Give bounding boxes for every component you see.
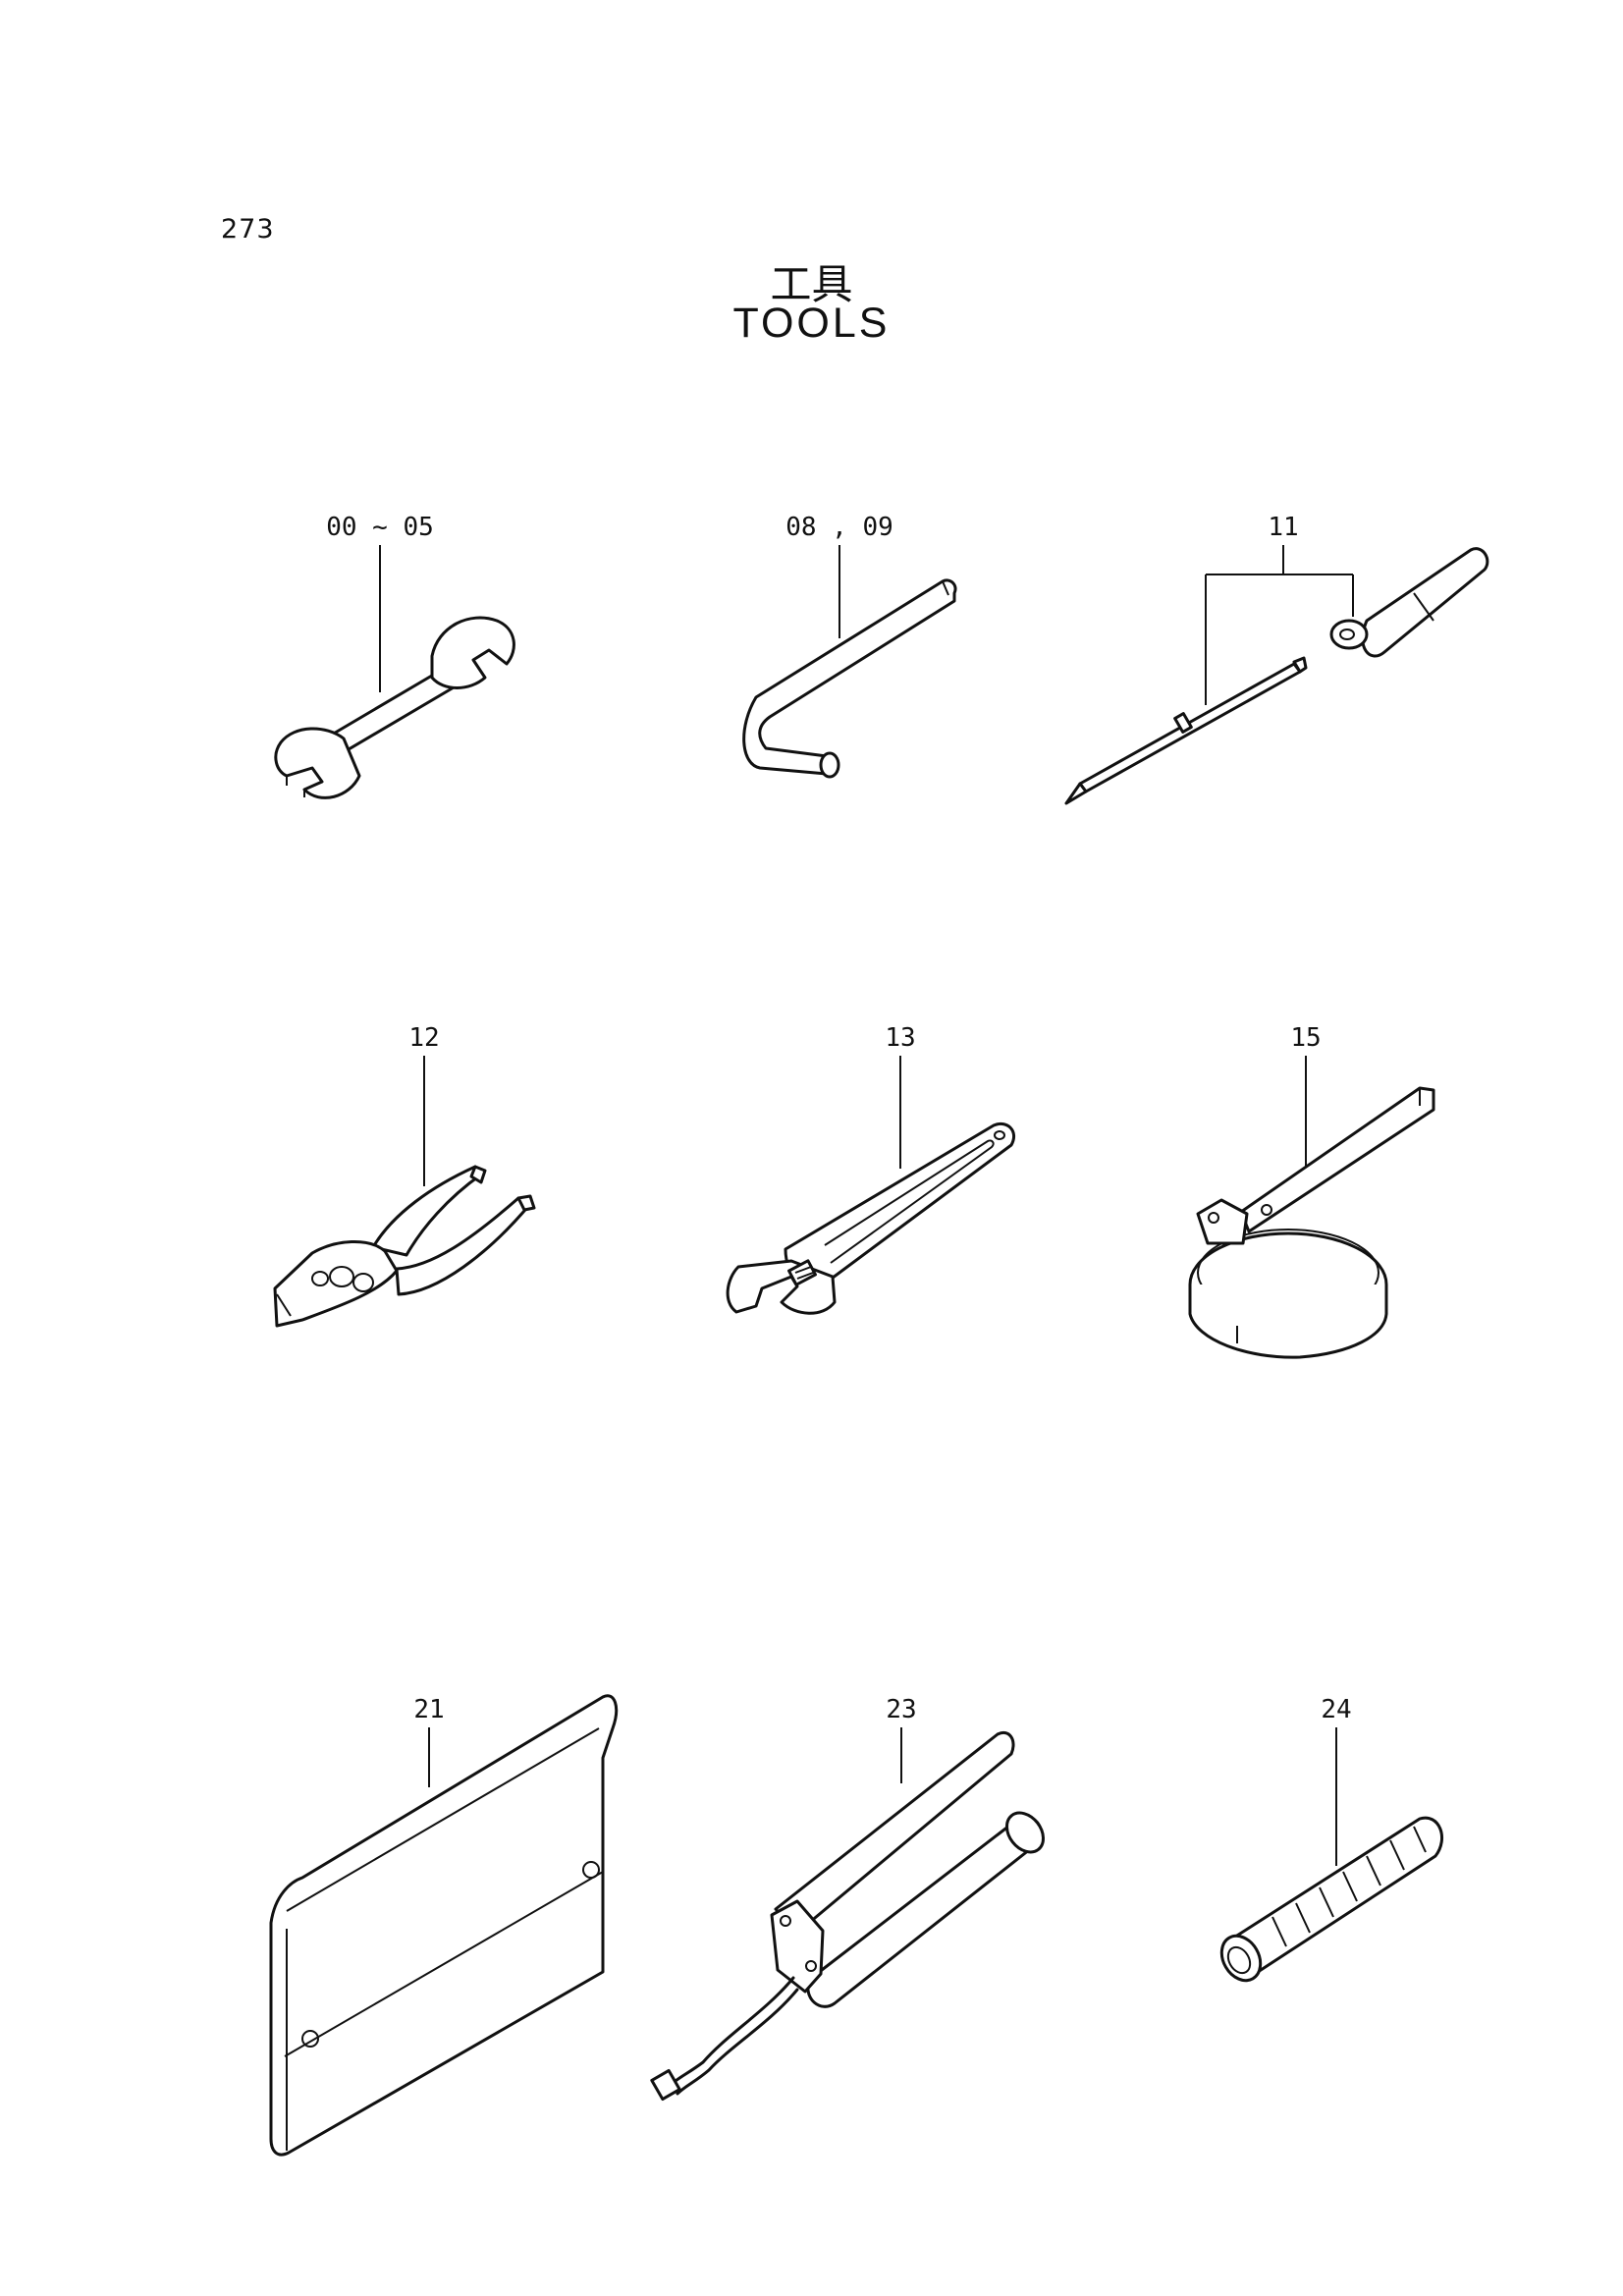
page-number: 273	[221, 214, 275, 245]
open-end-wrench-icon	[274, 545, 515, 799]
screwdriver-icon	[1064, 545, 1489, 805]
page-title-japanese: 工具	[770, 260, 853, 308]
callout-pliers: 12	[408, 1023, 440, 1053]
callout-hex-key: 08 , 09	[785, 513, 893, 542]
page-title: TOOLS	[732, 300, 891, 347]
callout-screwdriver: 11	[1268, 513, 1299, 542]
pliers-icon	[273, 1056, 536, 1328]
callout-filter-wrench: 15	[1290, 1023, 1322, 1053]
callout-grease-gun: 23	[886, 1695, 917, 1724]
grease-gun-icon	[650, 1727, 1046, 2102]
adjustable-wrench-icon	[726, 1056, 1016, 1315]
callout-tool-bag: 21	[413, 1695, 445, 1724]
callout-adjustable-wrench: 13	[885, 1023, 916, 1053]
hex-key-icon	[742, 545, 957, 779]
tool-bag-icon	[269, 1694, 619, 2157]
callout-grease-nozzle: 24	[1321, 1695, 1352, 1724]
filter-wrench-icon	[1188, 1056, 1435, 1359]
callout-wrench: 00 ~ 05	[326, 513, 434, 542]
grease-nozzle-icon	[1219, 1727, 1444, 1983]
